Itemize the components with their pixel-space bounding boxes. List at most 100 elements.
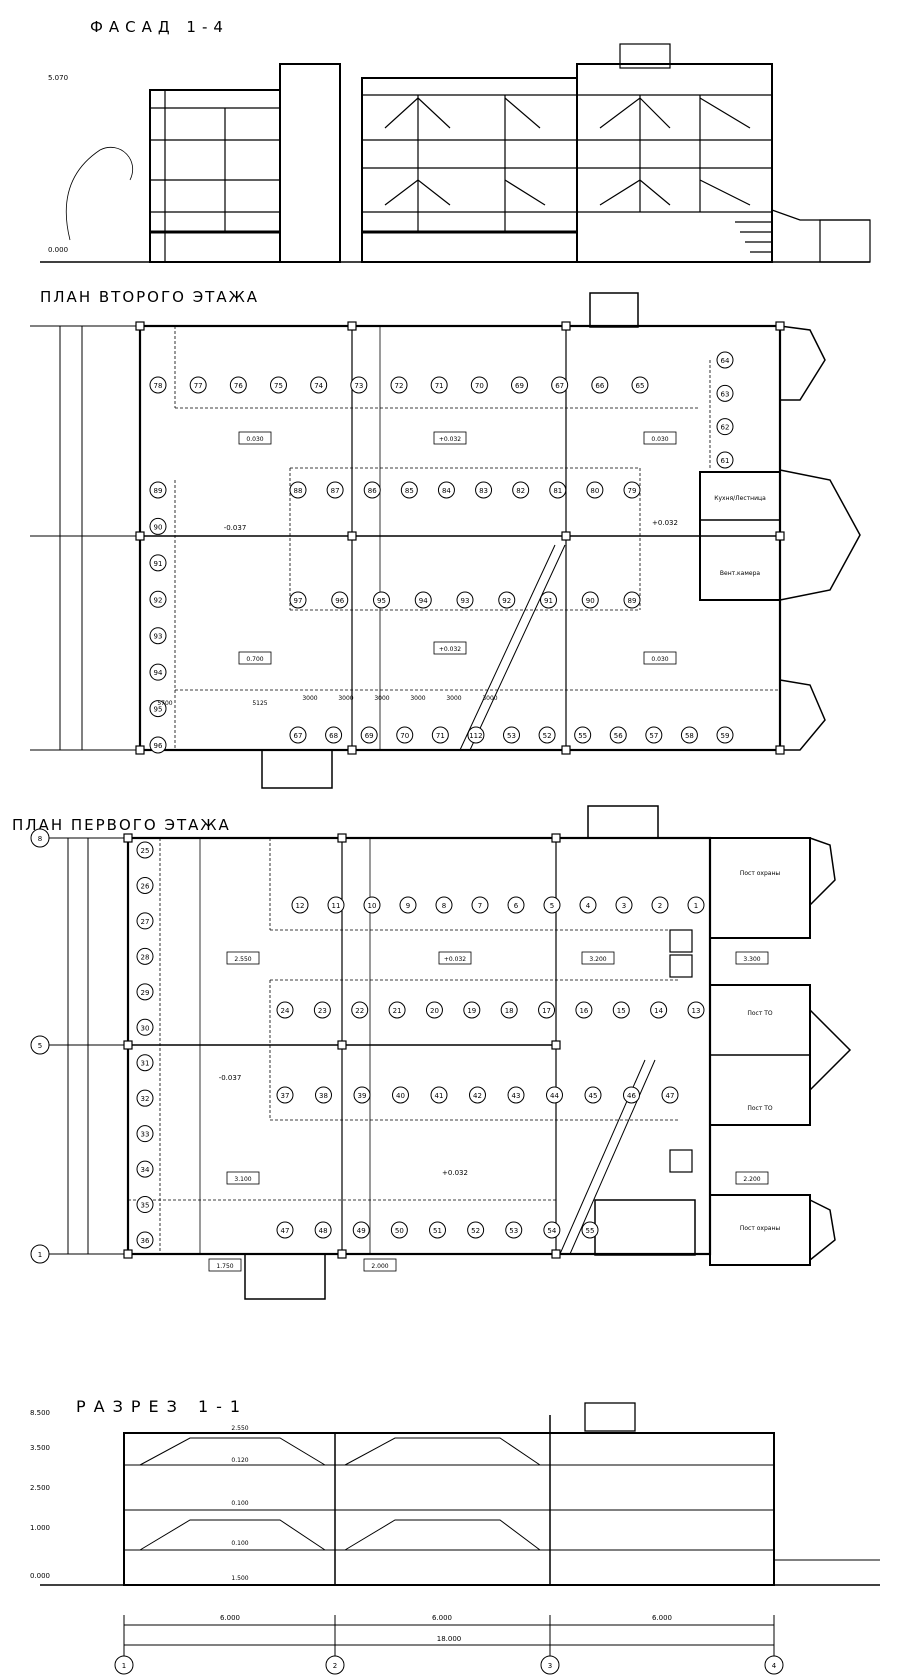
- plan1-row2-space-5-marker: [463, 1001, 481, 1019]
- plan1-row3-space-0: 37: [281, 1092, 290, 1100]
- plan1-row3-space-7-marker: [546, 1086, 563, 1104]
- plan2-left-space-5-marker: [149, 663, 167, 681]
- section-level-1: 3.500: [30, 1444, 50, 1452]
- plan2-row1-space-3-marker: [270, 376, 287, 394]
- plan1-level-3-box: [735, 951, 769, 965]
- plan2-row1-space-4: 74: [314, 382, 323, 390]
- plan1-title: ПЛАН ПЕРВОГО ЭТАЖА: [12, 816, 231, 834]
- plan1-row3-space-3-marker: [392, 1086, 409, 1104]
- plan1-row3-space-0-marker: [276, 1086, 294, 1104]
- plan2-row1-space-5: 73: [354, 382, 363, 390]
- plan1-left-space-8: 33: [141, 1131, 150, 1139]
- plan1-row3-space-4: 41: [435, 1092, 444, 1100]
- plan2-row4-space-5: 112: [469, 732, 482, 740]
- plan1-row3-space-9-marker: [623, 1086, 640, 1104]
- plan2-row1-space-2-marker: [229, 376, 247, 394]
- plan1-row2-space-9-marker: [612, 1001, 630, 1019]
- plan1-row3-space-6: 43: [512, 1092, 521, 1100]
- plan1-row2-space-8-marker: [575, 1001, 593, 1019]
- plan1-left-space-5: 30: [141, 1024, 150, 1032]
- plan2-row4-space-7-marker: [538, 726, 556, 744]
- plan1-left-space-11-marker: [136, 1231, 154, 1249]
- plan2-row4-space-2-marker: [360, 726, 378, 744]
- plan2-left-space-6-marker: [149, 700, 167, 718]
- plan1-row2-space-6: 18: [505, 1007, 514, 1015]
- plan2-row2-space-5-marker: [475, 481, 493, 499]
- plan1-row2-space-8: 16: [579, 1007, 588, 1015]
- plan2-left-space-3: 92: [154, 596, 163, 604]
- plan1-row3-space-5-marker: [469, 1086, 486, 1104]
- section-axis-1: 2: [333, 1662, 337, 1670]
- plan2-row4-space-0-marker: [289, 726, 307, 744]
- plan1-row1-space-6-marker: [507, 896, 525, 914]
- plan1-row1-space-7-marker: [543, 896, 561, 914]
- plan2-row2-space-8: 80: [590, 487, 599, 495]
- plan2-row1-space-10: 67: [555, 382, 564, 390]
- plan1-row1-space-5: 7: [478, 902, 482, 910]
- plan2-row2-space-9-marker: [623, 481, 641, 499]
- facade-elevation: [40, 43, 871, 263]
- plan1-row2-space-9: 15: [617, 1007, 626, 1015]
- plan1-row4-space-6-marker: [505, 1221, 523, 1239]
- plan2-row4-space-4-marker: [431, 726, 449, 744]
- plan2-row2-space-1-marker: [326, 481, 344, 499]
- plan2-level-3: 0.700: [246, 656, 263, 663]
- plan1-axis-1: 5: [38, 1042, 42, 1050]
- plan2-dim-3: 3000: [410, 695, 425, 702]
- plan1-row1-space-11: 1: [694, 902, 698, 910]
- plan2-row4-space-5-marker: [467, 726, 485, 744]
- plan1-row2-space-3-marker: [388, 1001, 406, 1019]
- plan1-row4-space-8-marker: [581, 1221, 599, 1239]
- section-slab-mark-0: 2.550: [231, 1425, 248, 1432]
- facade-elev-top: 5.070: [48, 74, 68, 82]
- plan2-row1-space-6: 72: [395, 382, 404, 390]
- plan1-row3-space-8: 45: [589, 1092, 598, 1100]
- plan2-row3-space-3: 94: [419, 597, 428, 605]
- plan1-row4-space-0: 47: [281, 1227, 290, 1235]
- plan1-row2-space-10: 14: [654, 1007, 663, 1015]
- plan2-row4-space-1: 68: [329, 732, 338, 740]
- plan2-row3-space-1: 96: [335, 597, 344, 605]
- plan2-row1-space-9-marker: [511, 376, 528, 394]
- plan1-drawing: [40, 805, 852, 1300]
- plan2-row3-space-4-marker: [456, 591, 474, 609]
- plan1-row3-space-10-marker: [661, 1086, 679, 1104]
- plan2-left-space-2-marker: [149, 554, 167, 572]
- plan2-row3-space-1-marker: [331, 591, 349, 609]
- plan1-row3-space-2-marker: [353, 1086, 371, 1104]
- section-axis-2-marker: [540, 1655, 560, 1675]
- section-drawing: [40, 1402, 880, 1660]
- plan1-row4-space-8: 55: [586, 1227, 595, 1235]
- plan2-row4-space-0: 67: [294, 732, 303, 740]
- plan1-room-1: Пост ТО: [747, 1010, 773, 1017]
- plan1-axis-1-marker: [30, 1035, 50, 1055]
- plan2-row4-space-11: 58: [685, 732, 694, 740]
- plan1-left-space-7-marker: [136, 1089, 154, 1107]
- plan1-row4-space-3: 50: [395, 1227, 404, 1235]
- plan1-row2-space-3: 21: [393, 1007, 402, 1015]
- plan2-row1-space-9: 69: [515, 382, 524, 390]
- plan2-level-0: 0.030: [246, 436, 263, 443]
- plan1-row2-space-0-marker: [276, 1001, 294, 1019]
- plan1-entry-dim-1-box: [363, 1258, 397, 1272]
- plan1-row1-space-1: 11: [332, 902, 341, 910]
- plan2-row2-space-0: 88: [294, 487, 303, 495]
- plan1-left-space-0: 25: [141, 847, 150, 855]
- plan2-right-space-1-marker: [716, 384, 734, 402]
- plan2-row1-space-11-marker: [591, 376, 609, 394]
- section-level-2: 2.500: [30, 1484, 50, 1492]
- section-axis-2: 3: [548, 1662, 552, 1670]
- plan2-row2-space-0-marker: [289, 481, 307, 499]
- plan1-row1-space-5-marker: [471, 896, 489, 914]
- plan2-row2-space-3: 85: [405, 487, 414, 495]
- plan1-row1-space-9-marker: [615, 896, 633, 914]
- plan1-left-space-4-marker: [136, 983, 154, 1001]
- plan2-right-space-2: 62: [721, 424, 730, 432]
- plan2-level-3-box: [238, 651, 272, 665]
- plan1-row1-space-6: 6: [514, 902, 519, 910]
- plan2-row4-space-12-marker: [716, 726, 734, 744]
- plan1-level-3: 3.300: [743, 956, 760, 963]
- plan2-row1-space-3: 75: [274, 382, 283, 390]
